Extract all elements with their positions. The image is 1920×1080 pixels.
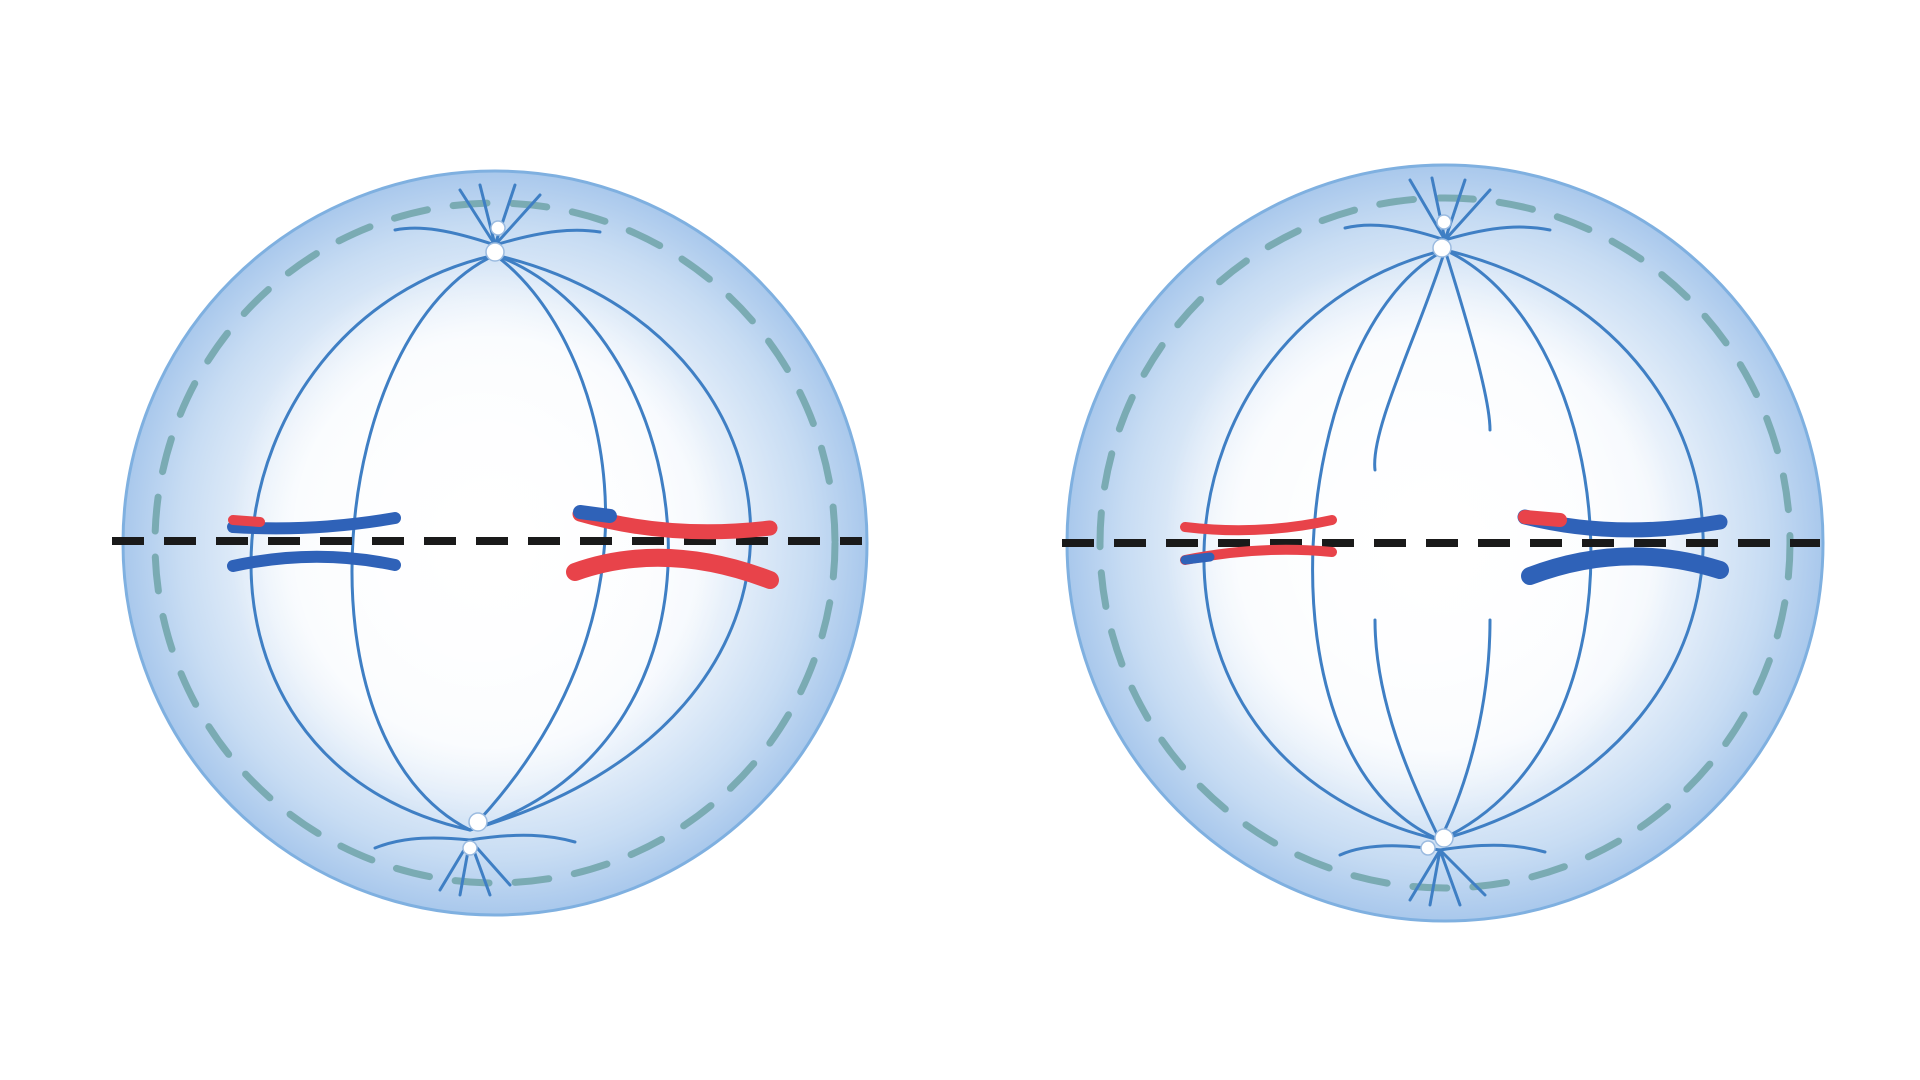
cell-inner-highlight xyxy=(1165,255,1675,825)
centrosome-top xyxy=(1432,214,1452,258)
chromosome-small-red xyxy=(1180,515,1337,565)
chromosome-small-blue xyxy=(227,512,401,572)
centrosome-bottom xyxy=(1420,828,1454,856)
spindle-fibers xyxy=(1202,176,1705,907)
cell-right xyxy=(1062,163,1825,923)
centrosome-bottom xyxy=(462,812,488,856)
chromosome-large-blue xyxy=(1517,509,1729,585)
cell-left xyxy=(112,169,869,917)
nuclear-envelope-remnant xyxy=(151,199,839,887)
centrosome-top xyxy=(485,220,506,262)
chromosome-large-red xyxy=(566,505,779,589)
